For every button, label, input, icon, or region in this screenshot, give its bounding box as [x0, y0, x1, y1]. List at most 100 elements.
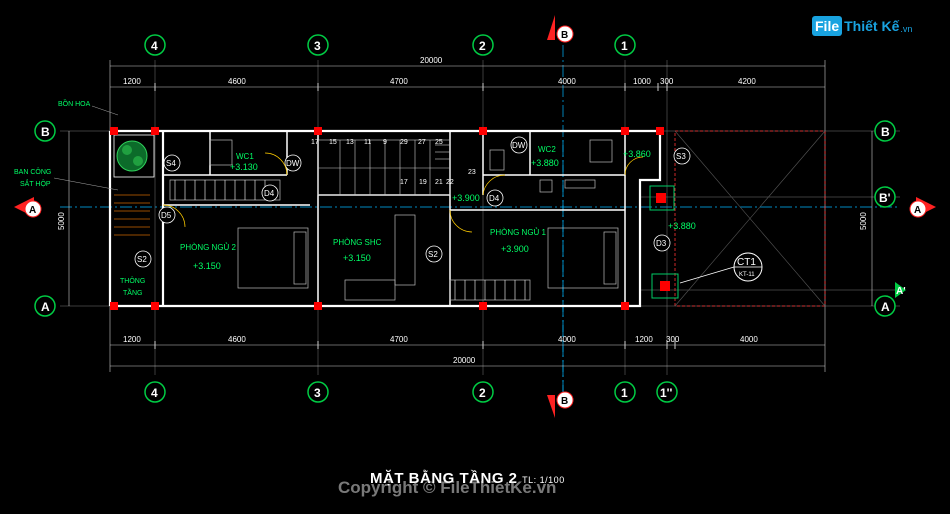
dim-top-3: 4700 — [390, 77, 408, 86]
grid-col-4: 4 — [151, 39, 158, 53]
stair-step: 22 — [446, 179, 454, 186]
logo-name: Thiết Kế — [844, 18, 900, 34]
level-shc: +3.150 — [343, 253, 371, 263]
dim-bot-1: 1200 — [123, 335, 141, 344]
door-s4: S4 — [166, 159, 176, 168]
stair — [317, 139, 451, 196]
section-marker-b-bottom — [547, 391, 574, 418]
label-wc2: WC2 — [538, 145, 556, 154]
label-sat-hop: SẮT HỘP — [20, 179, 51, 188]
section-label-b-bottom: B — [561, 396, 568, 407]
copyright-watermark: Copyright © FileThietKe.vn — [338, 478, 557, 497]
hatch-wardrobe — [174, 180, 526, 300]
dimension-ticks — [154, 83, 676, 349]
dim-bot-total: 20000 — [453, 356, 476, 365]
door-d5: D5 — [161, 211, 172, 220]
grid-col-3: 3 — [314, 39, 321, 53]
level-pn1: +3.900 — [501, 244, 529, 254]
grid-row-a-left: A — [41, 300, 50, 314]
section-marker-a-left — [14, 197, 42, 218]
dim-bot-6: 300 — [666, 335, 680, 344]
grid-col-1: 1 — [621, 39, 628, 53]
grid-row-b-left: B — [41, 125, 50, 139]
label-ban-cong: BAN CÔNG — [14, 167, 51, 176]
door-dw2: DW — [512, 141, 526, 150]
grid-row-a-right: A — [881, 300, 890, 314]
dim-right: 5000 — [859, 212, 868, 230]
level-right-top: +3.860 — [623, 149, 651, 159]
stair-step: 19 — [419, 179, 427, 186]
section-label-a-right: A — [914, 205, 921, 216]
drawing-title-main: MẶT BẰNG TẦNG 2 — [370, 470, 518, 487]
level-stair: +3.900 — [452, 193, 480, 203]
dim-bot-2: 4600 — [228, 335, 246, 344]
aprime-marker — [895, 282, 906, 298]
grid-row-bp-right: B' — [879, 191, 891, 205]
stair-step: 11 — [364, 139, 371, 146]
stair-step: 17 — [311, 139, 319, 146]
grid-col-1-bottom: 1 — [621, 386, 628, 400]
grid-row-b-right: B — [881, 125, 890, 139]
dim-bot-5: 1200 — [635, 335, 653, 344]
dim-top-7: 4200 — [738, 77, 756, 86]
section-marker-b-top — [547, 15, 574, 43]
callout-ct1 — [679, 252, 763, 284]
stair-step: 17 — [400, 179, 408, 186]
filethietke-logo: File Thiết Kế .vn — [812, 14, 912, 38]
grid-col-1pp-bottom: 1'' — [660, 386, 673, 400]
dim-left: 5000 — [57, 212, 66, 230]
axis-lines — [60, 45, 900, 395]
section-marker-a-right — [909, 197, 936, 218]
grid-lines — [60, 60, 900, 375]
label-phong-ngu-2: PHÒNG NGỦ 2 — [180, 243, 237, 252]
drawing-title: MẶT BẰNG TẦNG 2 TL: 1/100 — [370, 470, 565, 487]
columns — [110, 127, 670, 310]
label-phong-ngu-1: PHÒNG NGỦ 1 — [490, 228, 547, 237]
level-wc1: +3.130 — [230, 162, 258, 172]
logo-suffix: .vn — [900, 23, 913, 34]
label-phong-shc: PHÒNG SHC — [333, 238, 382, 247]
logo-brand: File — [812, 16, 843, 36]
grid-row-ap-right: A' — [896, 286, 906, 297]
flower-bed — [113, 134, 155, 178]
stair-step: 25 — [435, 139, 443, 146]
balcony-hatch — [114, 194, 150, 236]
door-d4a: D4 — [264, 189, 275, 198]
dim-top-total: 20000 — [420, 56, 443, 65]
door-dw1: DW — [286, 159, 300, 168]
dimension-lines — [68, 60, 873, 372]
callout-ct1-id: CT1 — [737, 257, 756, 268]
stair-step: 13 — [346, 139, 354, 146]
level-wc2: +3.880 — [531, 158, 559, 168]
door-d4b: D4 — [489, 194, 500, 203]
stair-step: 27 — [418, 139, 426, 146]
door-d3: D3 — [656, 239, 667, 248]
drawing-scale: TL: 1/100 — [522, 475, 565, 485]
grid-bubbles-top — [34, 34, 896, 403]
dim-top-6: 300 — [660, 77, 674, 86]
callout-ct1-ref: KT-11 — [739, 272, 755, 278]
dim-top-1: 1200 — [123, 77, 141, 86]
section-label-b-top: B — [561, 30, 568, 41]
dim-bot-3: 4700 — [390, 335, 408, 344]
stair-step: 15 — [329, 139, 337, 146]
stair-step: 21 — [435, 179, 443, 186]
stair-step: 9 — [383, 139, 387, 146]
grid-col-4-bottom: 4 — [151, 386, 158, 400]
label-thong-tang-1: THÔNG — [120, 276, 145, 285]
dim-top-4: 4000 — [558, 77, 576, 86]
label-bon-hoa: BỒN HOA — [58, 98, 91, 108]
level-pn2: +3.150 — [193, 261, 221, 271]
column-outline — [649, 185, 679, 299]
door-tags — [134, 136, 691, 268]
section-label-a-left: A — [29, 205, 36, 216]
grid-col-2: 2 — [479, 39, 486, 53]
door-s3: S3 — [676, 152, 686, 161]
label-wc1: WC1 — [236, 152, 254, 161]
door-s2b: S2 — [428, 250, 438, 259]
dim-bot-4: 4000 — [558, 335, 576, 344]
grid-col-3-bottom: 3 — [314, 386, 321, 400]
dim-top-5: 1000 — [633, 77, 651, 86]
label-thong-tang-2: TẦNG — [123, 287, 142, 297]
